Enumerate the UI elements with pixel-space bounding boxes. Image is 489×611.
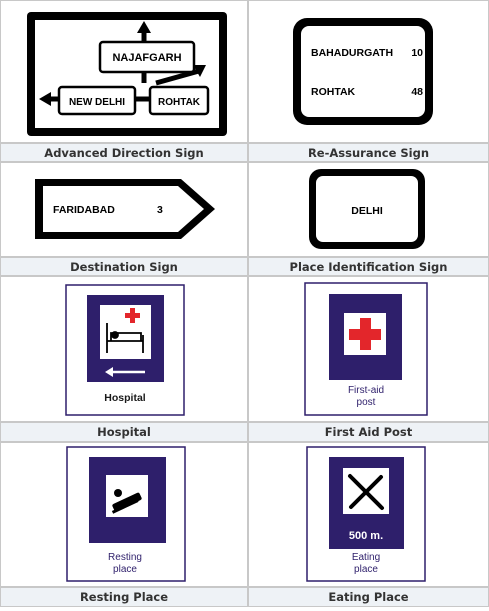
faridabad-label: FARIDABAD (53, 204, 115, 216)
new-delhi-label: NEW DELHI (69, 97, 125, 108)
first-aid-sign: First-aid post (304, 282, 428, 416)
place-identification-sign: DELHI (309, 169, 425, 249)
advanced-direction-sign: NAJAFGARH NEW DELHI ROHTAK (27, 12, 227, 136)
eating-place-sign: 500 m. Eating place (306, 446, 426, 582)
hospital-sign-cell: Hospital (0, 276, 248, 422)
caption-place-identification: Place Identification Sign (248, 257, 489, 276)
new-delhi-box (57, 85, 137, 116)
hospital-bed-icon (106, 323, 144, 353)
first-aid-label-line2: post (357, 397, 376, 408)
resting-place-sign-cell: Resting place (0, 442, 248, 587)
left-arrow-icon (105, 367, 113, 377)
bahadurgath-distance: 10 (411, 47, 423, 59)
caption-eating-place: Eating Place (248, 587, 489, 607)
destination-sign-cell: FARIDABAD 3 (0, 162, 248, 257)
eating-label-line2: place (354, 564, 378, 575)
resting-label-line2: place (113, 564, 137, 575)
eating-distance: 500 m. (349, 530, 383, 542)
caption-advanced-direction: Advanced Direction Sign (0, 143, 248, 162)
resting-label-line1: Resting (108, 552, 142, 563)
destination-sign: FARIDABAD 3 (35, 179, 215, 239)
caption-first-aid: First Aid Post (248, 422, 489, 442)
caption-destination: Destination Sign (0, 257, 248, 276)
najafgarh-box (98, 40, 196, 74)
first-aid-sign-cell: First-aid post (248, 276, 489, 422)
bed-icon (111, 489, 142, 514)
rohtak-label: ROHTAK (311, 86, 356, 98)
caption-hospital: Hospital (0, 422, 248, 442)
faridabad-distance: 3 (157, 204, 163, 216)
bahadurgath-label: BAHADURGATH (311, 47, 393, 59)
reassurance-sign-cell: BAHADURGATH 10 ROHTAK 48 (248, 0, 489, 143)
fork-knife-icon (348, 474, 384, 510)
eating-label-line1: Eating (352, 552, 380, 563)
najafgarh-label: NAJAFGARH (112, 52, 181, 64)
rohtak-box (148, 85, 210, 116)
hospital-sign: Hospital (65, 284, 185, 416)
place-identification-sign-cell: DELHI (248, 162, 489, 257)
hospital-label: Hospital (104, 392, 146, 404)
caption-resting-place: Resting Place (0, 587, 248, 607)
rohtak-distance: 48 (411, 86, 423, 98)
rohtak-label: ROHTAK (158, 97, 201, 108)
eating-place-sign-cell: 500 m. Eating place (248, 442, 489, 587)
caption-reassurance: Re-Assurance Sign (248, 143, 489, 162)
first-aid-label-line1: First-aid (348, 385, 384, 396)
advanced-direction-sign-cell: NAJAFGARH NEW DELHI ROHTAK (0, 0, 248, 143)
reassurance-sign: BAHADURGATH 10 ROHTAK 48 (293, 18, 433, 125)
resting-place-sign: Resting place (66, 446, 186, 582)
delhi-label: DELHI (351, 205, 383, 217)
